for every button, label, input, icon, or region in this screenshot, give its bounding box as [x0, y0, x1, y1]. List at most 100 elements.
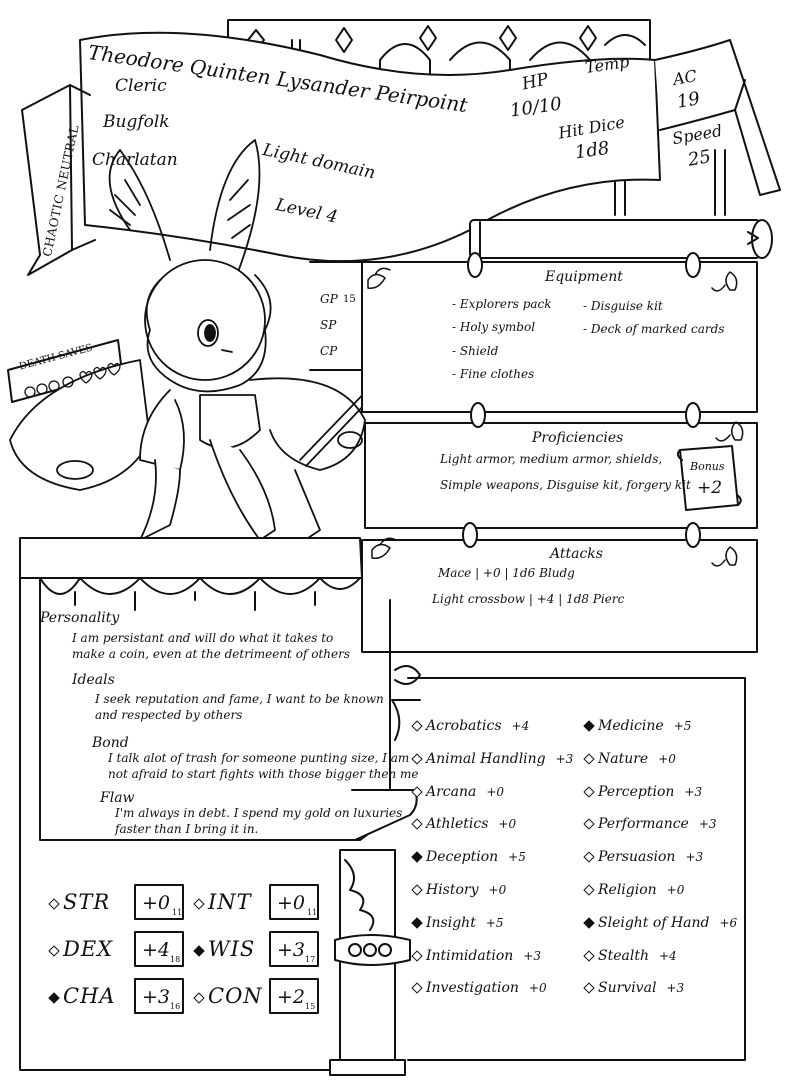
- skill-name: Insight: [426, 914, 476, 931]
- bonus-label: Bonus: [690, 460, 725, 473]
- skill-mod: +3: [685, 850, 704, 865]
- skill-mod: +3: [555, 751, 574, 766]
- skill-mod: +3: [698, 817, 717, 832]
- skill-mod: +5: [485, 915, 504, 930]
- proficiency-diamond-icon: [193, 991, 205, 1004]
- flaw-text: I'm always in debt. I spend my gold on l…: [115, 806, 403, 820]
- proficiency-diamond-icon: [411, 949, 423, 962]
- skill-row: Intimidation +3: [411, 947, 541, 964]
- skill-mod: +0: [486, 784, 505, 799]
- ability-score: 16: [170, 1002, 181, 1011]
- proficiency-diamond-icon: [48, 944, 60, 957]
- skill-name: Sleight of Hand: [598, 914, 710, 931]
- ability-int: INT: [193, 890, 252, 914]
- flaw-label: Flaw: [100, 790, 135, 806]
- proficiency-diamond-icon: [583, 884, 595, 896]
- heart-icon: [79, 362, 121, 384]
- personality-label: Personality: [40, 610, 120, 626]
- proficiency-diamond-icon: [583, 917, 595, 929]
- bonus-scroll: [676, 445, 742, 511]
- personality-text: make a coin, even at the detrimeent of o…: [72, 647, 350, 661]
- equipment-panel: [309, 261, 758, 413]
- skill-mod: +5: [508, 850, 526, 865]
- skill-name: Intimidation: [426, 947, 514, 964]
- ability-wis: WIS: [193, 937, 255, 961]
- flaw-text: faster than I bring it in.: [115, 822, 259, 836]
- ability-mod: +4: [142, 939, 171, 961]
- skill-mod: +3: [523, 948, 541, 963]
- ideals-text: and respected by others: [95, 708, 243, 722]
- skill-mod: +5: [673, 719, 692, 733]
- ability-score: 11: [307, 908, 318, 917]
- skill-mod: +4: [658, 948, 677, 963]
- ability-score: 11: [172, 908, 183, 917]
- bond-label: Bond: [92, 735, 129, 751]
- skill-mod: +3: [684, 784, 703, 799]
- skill-name: Performance: [598, 816, 689, 833]
- skill-row: Religion+0: [583, 882, 684, 898]
- skill-row: Performance +3: [583, 816, 717, 833]
- equipment-item: - Deck of marked cards: [583, 322, 725, 336]
- bond-text: not afraid to start fights with those bi…: [108, 767, 419, 781]
- ability-score: 15: [305, 1002, 316, 1011]
- ideals-label: Ideals: [72, 672, 115, 688]
- skill-name: Religion: [598, 882, 657, 898]
- sp-label: SP: [320, 318, 337, 332]
- skill-name: Stealth: [598, 947, 649, 964]
- stat-boxes: [134, 884, 319, 1014]
- bonus-value: +2: [697, 478, 723, 498]
- column-icon: [329, 665, 421, 1076]
- ac-value: 19: [675, 88, 702, 113]
- proficiency-diamond-icon: [411, 753, 423, 765]
- skill-row: Athletics +0: [411, 816, 517, 833]
- proficiency-diamond-icon: [583, 753, 595, 765]
- flourish-icon: [367, 267, 744, 567]
- equipment-title: Equipment: [545, 269, 623, 285]
- skill-row: Arcana+0: [411, 784, 505, 800]
- proficiencies-line: Simple weapons, Disguise kit, forgery ki…: [440, 478, 691, 492]
- proficiency-diamond-icon: [583, 785, 595, 798]
- character-class: Cleric: [115, 76, 167, 96]
- proficiencies-line: Light armor, medium armor, shields,: [440, 452, 663, 466]
- proficiency-diamond-icon: [48, 897, 60, 910]
- proficiency-diamond-icon: [411, 720, 423, 732]
- ability-score: 18: [170, 955, 181, 964]
- proficiency-diamond-icon: [583, 949, 595, 962]
- skill-name: Athletics: [426, 816, 489, 833]
- skill-row: Medicine +5: [583, 718, 692, 734]
- personality-text: I am persistant and will do what it take…: [72, 631, 334, 645]
- skill-row: Perception +3: [583, 783, 703, 800]
- ac-label: AC: [671, 66, 699, 89]
- attack-line: Mace | +0 | 1d6 Bludg: [438, 566, 575, 580]
- skill-row: Survival+3: [583, 980, 684, 996]
- skill-mod: +0: [528, 981, 547, 996]
- skill-name: Perception: [598, 783, 675, 800]
- cp-label: CP: [320, 344, 338, 358]
- ability-str: STR: [48, 890, 110, 914]
- skill-row: Animal Handling+3: [411, 751, 574, 767]
- skill-name: Nature: [598, 750, 649, 767]
- proficiency-diamond-icon: [583, 818, 595, 831]
- proficiency-diamond-icon: [193, 897, 205, 910]
- ability-mod: +3: [277, 939, 306, 961]
- skills-panel: [407, 677, 746, 1061]
- skill-row: Investigation+0: [411, 980, 547, 996]
- ability-mod: +0: [142, 892, 171, 914]
- skill-row: Insight +5: [411, 914, 504, 931]
- attacks-title: Attacks: [550, 546, 603, 562]
- skill-mod: +0: [498, 817, 517, 832]
- skill-row: Persuasion+3: [583, 849, 704, 865]
- ideals-text: I seek reputation and fame, I want to be…: [95, 692, 384, 706]
- skill-name: Medicine: [598, 718, 664, 734]
- skill-row: History+0: [411, 882, 506, 898]
- proficiency-diamond-icon: [583, 720, 595, 732]
- skill-row: Stealth +4: [583, 947, 677, 964]
- proficiency-diamond-icon: [583, 851, 595, 863]
- equipment-item: - Explorers pack: [452, 297, 552, 311]
- proficiency-diamond-icon: [411, 982, 423, 995]
- proficiency-diamond-icon: [411, 785, 423, 798]
- ability-dex: DEX: [48, 937, 113, 961]
- proficiency-diamond-icon: [411, 917, 423, 929]
- proficiencies-title: Proficiencies: [532, 430, 624, 446]
